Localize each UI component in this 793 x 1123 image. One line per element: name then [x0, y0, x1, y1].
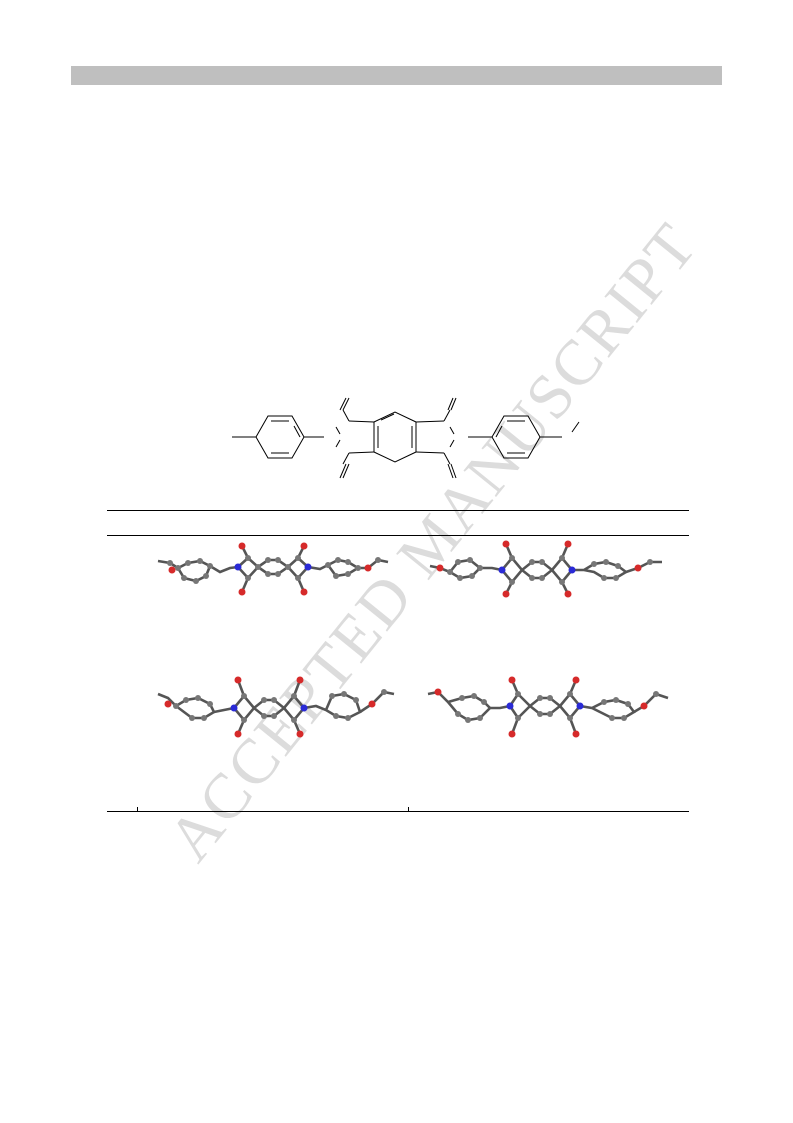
table-column-tick — [137, 807, 138, 812]
page-header-bar — [71, 66, 722, 85]
chemical-structure-scheme — [232, 397, 580, 479]
table-column-tick — [408, 807, 409, 812]
molecule-image — [429, 540, 662, 598]
molecule-image — [157, 676, 395, 738]
table-bottom-rule — [107, 811, 689, 812]
table-top-rule — [107, 510, 689, 511]
molecule-image — [157, 542, 389, 596]
molecule-image — [427, 676, 669, 738]
table-header-rule — [107, 535, 689, 536]
